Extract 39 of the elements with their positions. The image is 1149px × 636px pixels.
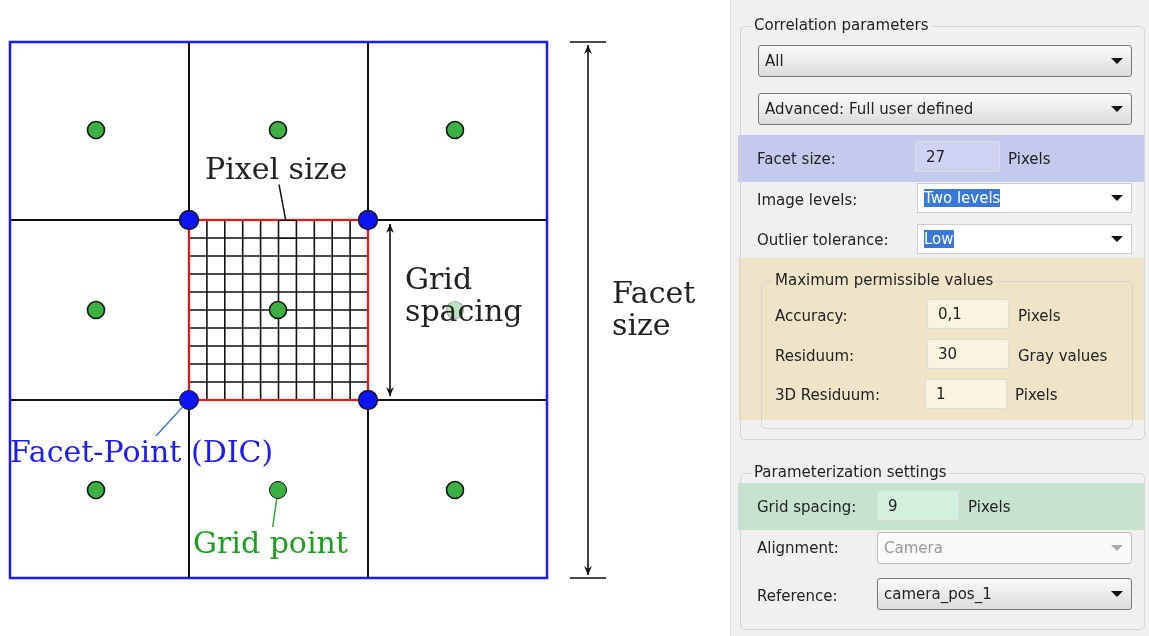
- input-field: 9: [877, 490, 959, 521]
- unit-label: Pixels: [1018, 306, 1061, 327]
- dropdown: Two levels: [917, 183, 1132, 213]
- group-title: Maximum permissible values: [772, 271, 997, 289]
- field-label: Reference:: [757, 586, 838, 607]
- field-label: Residuum:: [775, 346, 855, 367]
- input-field: 0,1: [927, 299, 1009, 329]
- field-label: Grid spacing:: [757, 497, 857, 518]
- field-label: 3D Residuum:: [775, 385, 881, 406]
- group-title: Parameterization settings: [751, 463, 950, 481]
- leader-line: [278, 183, 287, 221]
- dropdown: Advanced: Full user defined: [758, 93, 1132, 125]
- group-title: Correlation parameters: [751, 16, 932, 34]
- pixel-cell: [278, 220, 297, 239]
- callout-label: Grid point: [193, 527, 348, 559]
- input-field: 27: [915, 141, 1000, 172]
- callout-label: Facet-Point (DIC): [10, 436, 274, 468]
- unit-label: Pixels: [968, 497, 1011, 518]
- leader-line: [272, 498, 278, 528]
- unit-label: Pixels: [1015, 385, 1058, 406]
- dropdown: Camera: [877, 532, 1132, 564]
- dimension-label: Grid spacing: [405, 263, 524, 326]
- input-field: 1: [925, 379, 1007, 409]
- dimension-label: Facet size: [612, 277, 697, 340]
- facet-point-dot: [179, 390, 199, 410]
- dropdown: camera_pos_1: [877, 578, 1132, 610]
- input-field: 30: [927, 339, 1009, 369]
- unit-label: Pixels: [1008, 149, 1051, 170]
- leader-line: [155, 406, 183, 437]
- field-label: Facet size:: [757, 149, 836, 170]
- grid-point-dot: [269, 481, 287, 499]
- callout-label: Pixel size: [205, 153, 348, 185]
- field-label: Image levels:: [757, 190, 858, 211]
- field-label: Accuracy:: [775, 306, 848, 327]
- field-label: Outlier tolerance:: [757, 230, 889, 251]
- dropdown: Low: [917, 224, 1132, 254]
- unit-label: Gray values: [1018, 346, 1108, 367]
- field-label: Alignment:: [757, 538, 839, 559]
- dropdown: All: [758, 45, 1132, 77]
